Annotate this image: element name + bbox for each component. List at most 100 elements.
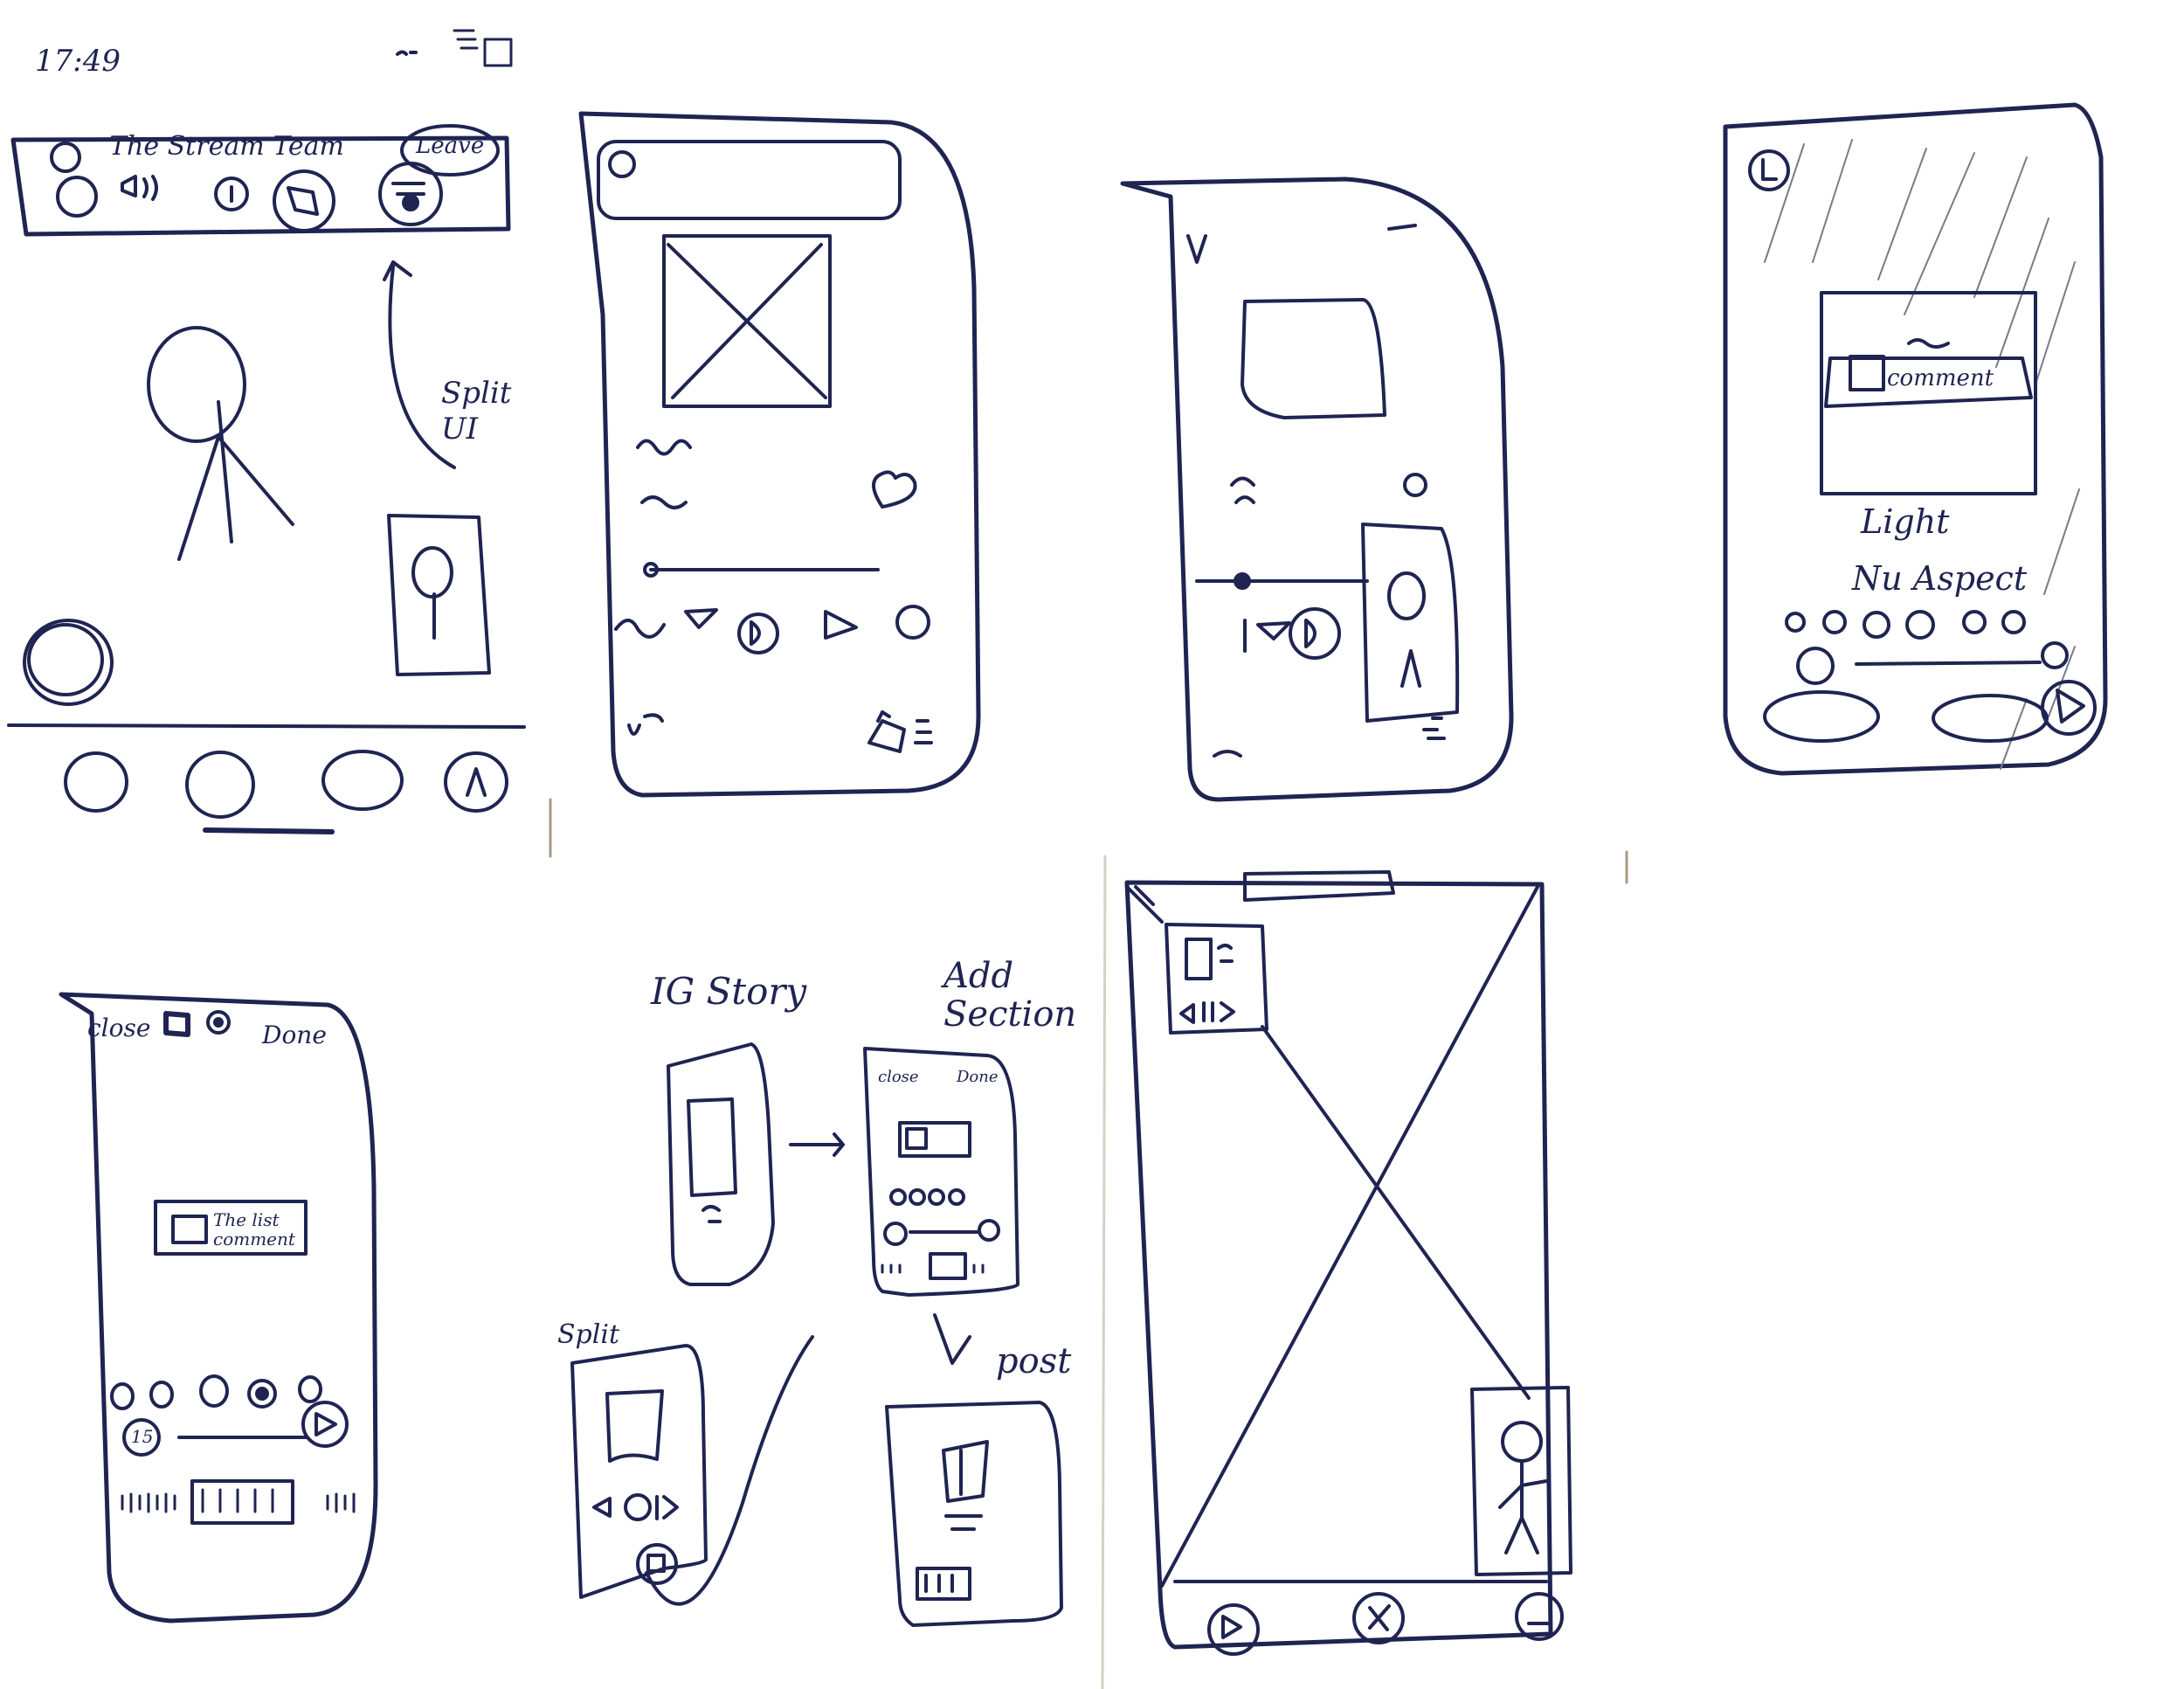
stick-figure-head bbox=[147, 326, 246, 443]
swatch bbox=[1785, 612, 1806, 633]
ig-story-label: IG Story bbox=[651, 970, 807, 1013]
self-preview bbox=[1361, 523, 1460, 723]
info-icon bbox=[214, 177, 249, 211]
flow-arrow bbox=[789, 1132, 845, 1157]
done-button-label[interactable]: Done bbox=[262, 1021, 327, 1049]
back-icon bbox=[1256, 621, 1291, 640]
sketch-edit-overlay bbox=[59, 992, 378, 1623]
sketch-fullscreen-video bbox=[1124, 870, 1572, 1656]
share-icon bbox=[867, 710, 906, 753]
close-button-label[interactable]: close bbox=[87, 1014, 151, 1042]
sketch-comment-card bbox=[1723, 102, 2108, 776]
play-button bbox=[624, 1493, 652, 1521]
signal-icon bbox=[396, 50, 418, 56]
phone-frame bbox=[667, 1042, 775, 1286]
notch bbox=[1243, 870, 1395, 902]
timeline-ticks bbox=[121, 1492, 356, 1513]
comment-card-text: The list comment bbox=[213, 1209, 295, 1249]
add-section-label: Add Section bbox=[943, 956, 1077, 1035]
swatch bbox=[1822, 610, 1847, 634]
flow-arrow bbox=[645, 1335, 814, 1606]
back-icon bbox=[1186, 234, 1207, 264]
comment-card bbox=[1820, 291, 2037, 495]
menu-icon bbox=[914, 719, 933, 744]
stick-figure-body bbox=[177, 400, 294, 561]
text-line bbox=[640, 495, 688, 509]
heart-icon bbox=[872, 470, 917, 509]
timer-icon bbox=[122, 1418, 161, 1457]
search-bar bbox=[597, 140, 902, 220]
nav-tab-more bbox=[1515, 1592, 1564, 1641]
status-dash bbox=[1387, 224, 1417, 231]
phone-frame bbox=[1120, 177, 1514, 802]
menu-icon bbox=[1422, 716, 1446, 740]
aspect-label: Nu Aspect bbox=[1852, 559, 2028, 598]
swatch bbox=[298, 1375, 322, 1403]
sticker-icon bbox=[163, 1011, 190, 1037]
thumbnail bbox=[171, 1215, 208, 1244]
text-line bbox=[1230, 476, 1255, 504]
nav-divider bbox=[7, 723, 526, 729]
sketch-post-screen bbox=[578, 111, 981, 798]
self-preview bbox=[387, 514, 491, 676]
search-icon bbox=[608, 150, 636, 178]
phone-frame bbox=[863, 1047, 1019, 1297]
leave-button bbox=[400, 124, 500, 177]
more-icon bbox=[895, 605, 930, 640]
back-button bbox=[1748, 149, 1790, 191]
sketch-call-screen bbox=[7, 29, 526, 834]
split-label: Split bbox=[557, 1319, 620, 1350]
avatar bbox=[56, 176, 98, 218]
done-label: Done bbox=[957, 1068, 999, 1086]
swatch bbox=[1962, 610, 1987, 634]
loop-icon bbox=[614, 619, 666, 639]
phone-frame bbox=[1723, 102, 2108, 776]
image-placeholder bbox=[662, 234, 832, 408]
video-placeholder bbox=[1241, 298, 1386, 419]
flow-arrow bbox=[933, 1313, 971, 1365]
nav-tab-1 bbox=[64, 751, 128, 813]
like-icon bbox=[1403, 473, 1427, 497]
left-button bbox=[1763, 690, 1880, 743]
swatch bbox=[2001, 610, 2026, 634]
capture-button bbox=[27, 623, 104, 696]
post-label: post bbox=[996, 1341, 1072, 1381]
glass-hatching bbox=[1764, 139, 2080, 770]
nav-tab-4 bbox=[444, 751, 508, 813]
nav-tab-record bbox=[1207, 1603, 1260, 1656]
status-time: 17:49 bbox=[35, 44, 121, 79]
back-icon bbox=[684, 608, 718, 629]
nav-tab-2 bbox=[185, 751, 255, 819]
comment-card bbox=[898, 1121, 971, 1158]
comment-card bbox=[154, 1200, 308, 1256]
nav-tab-3 bbox=[321, 750, 404, 811]
timeline-selection bbox=[929, 1252, 967, 1280]
image-placeholder bbox=[687, 1097, 737, 1197]
swatch bbox=[1863, 611, 1890, 639]
progress-bar bbox=[1855, 661, 2042, 666]
battery-icon bbox=[483, 38, 513, 67]
timer-icon bbox=[1796, 647, 1835, 685]
phone-frame bbox=[59, 992, 378, 1623]
send-button bbox=[2041, 680, 2097, 736]
avatar bbox=[50, 142, 81, 173]
split-ui-annotation: Split UI bbox=[441, 376, 512, 446]
swatch bbox=[149, 1381, 174, 1409]
right-button bbox=[1932, 694, 2049, 743]
send-button bbox=[301, 1401, 349, 1448]
text-line bbox=[627, 713, 664, 736]
forward-icon bbox=[824, 610, 858, 640]
leave-button-label[interactable]: Leave bbox=[416, 133, 485, 159]
close-label: close bbox=[878, 1068, 919, 1086]
annotation-arrow bbox=[383, 260, 456, 469]
timeline-selection bbox=[190, 1479, 294, 1525]
phone-frame bbox=[885, 1401, 1063, 1627]
phone-frame bbox=[1124, 880, 1553, 1650]
image-placeholder bbox=[942, 1440, 989, 1503]
header-bar bbox=[10, 135, 511, 237]
swatch bbox=[199, 1374, 229, 1408]
self-preview bbox=[1470, 1386, 1572, 1576]
swatch bbox=[110, 1382, 135, 1410]
comment-card-text: comment bbox=[1887, 365, 1994, 391]
